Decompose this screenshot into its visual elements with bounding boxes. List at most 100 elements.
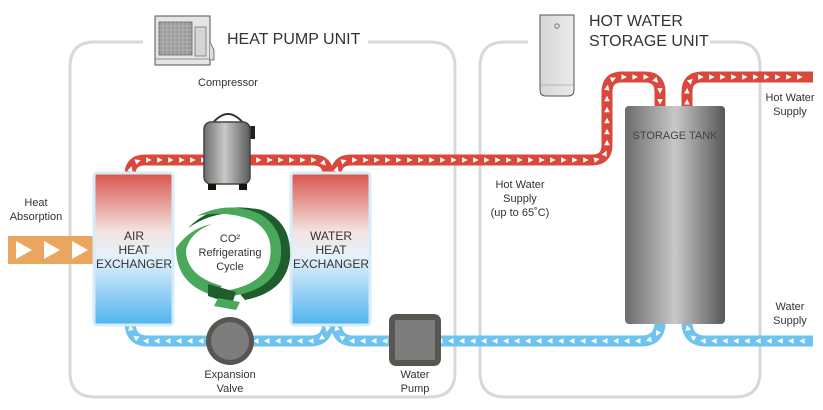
flow-arrow xyxy=(744,338,750,344)
flow-arrow xyxy=(742,74,748,80)
flow-arrow xyxy=(381,338,388,344)
flow-arrow xyxy=(267,157,273,163)
flow-arrow xyxy=(684,88,690,94)
flow-arrow xyxy=(325,325,331,332)
flow-arrow xyxy=(609,77,616,83)
flow-arrow xyxy=(572,157,578,163)
storage-tank-label: STORAGE TANK xyxy=(632,130,718,142)
flow-arrow xyxy=(374,157,380,163)
flow-arrow xyxy=(568,338,575,344)
flow-arrow xyxy=(458,338,465,344)
ws-in-line2: Supply xyxy=(773,315,807,327)
expansion-valve-icon xyxy=(206,317,254,365)
flow-arrow xyxy=(604,95,610,102)
flow-arrow xyxy=(289,157,295,163)
flow-arrow xyxy=(495,157,501,163)
flow-arrow xyxy=(168,157,174,163)
flow-arrow xyxy=(686,78,693,85)
flow-arrow xyxy=(700,338,706,344)
flow-arrow xyxy=(502,338,509,344)
flow-arrow xyxy=(447,338,454,344)
flow-arrow xyxy=(157,157,163,163)
flow-arrow xyxy=(339,335,346,342)
expansion-valve-label: Expansion Valve xyxy=(195,368,265,396)
flow-arrow xyxy=(370,338,377,344)
air-heat-exchanger-label: AIR HEAT EXCHANGER xyxy=(94,229,174,271)
flow-arrow xyxy=(634,338,641,344)
flow-arrow xyxy=(601,150,607,157)
flow-arrow xyxy=(623,338,630,344)
flow-arrow xyxy=(300,157,306,163)
flow-arrow xyxy=(604,139,610,146)
flow-arrow xyxy=(451,157,457,163)
flow-arrow xyxy=(720,74,726,80)
hws-mid-line3: (up to 65˚C) xyxy=(490,207,550,219)
expansion-valve-line2: Valve xyxy=(216,383,244,395)
flow-arrow xyxy=(153,338,160,344)
flow-arrow xyxy=(440,157,446,163)
ws-in-line1: Water xyxy=(775,301,805,313)
air-hx-line2: HEAT xyxy=(118,243,150,257)
flow-arrow xyxy=(340,159,347,165)
flow-arrow xyxy=(296,338,303,344)
flow-arrow xyxy=(311,157,317,163)
flow-arrow xyxy=(643,74,649,80)
flow-arrow xyxy=(646,336,653,342)
expansion-valve-line1: Expansion xyxy=(204,369,256,381)
flow-arrow xyxy=(535,338,542,344)
water-hx-line2: HEAT xyxy=(315,243,347,257)
flow-arrow xyxy=(550,157,556,163)
compressor-icon xyxy=(203,113,255,190)
heat-absorption-line2: Absorption xyxy=(9,211,63,223)
cycle-line1: CO² xyxy=(219,233,241,245)
water-heat-exchanger xyxy=(289,171,372,327)
flow-arrow xyxy=(755,338,761,344)
hws-mid-line2: Supply xyxy=(503,193,537,205)
hot-water-supply-mid-label: Hot Water Supply (up to 65˚C) xyxy=(480,178,560,220)
flow-arrow xyxy=(657,88,663,94)
flow-arrow xyxy=(652,76,659,83)
flow-arrow xyxy=(657,99,663,105)
flow-arrow xyxy=(190,157,196,163)
flow-arrow xyxy=(517,157,523,163)
flow-arrow xyxy=(524,338,531,344)
storage-unit-frame xyxy=(478,40,762,399)
flow-arrow xyxy=(799,338,805,344)
flow-arrow xyxy=(601,338,608,344)
storage-unit-title-line1: HOT WATER xyxy=(589,13,683,30)
flow-arrow xyxy=(690,335,697,342)
flow-arrow xyxy=(561,157,567,163)
flow-arrow xyxy=(621,74,627,80)
flow-arrow xyxy=(179,157,185,163)
flow-arrow xyxy=(320,159,326,166)
flow-arrow xyxy=(593,157,600,163)
flow-arrow xyxy=(307,338,314,344)
cycle-line3: Cycle xyxy=(216,261,244,273)
flow-arrow xyxy=(528,157,534,163)
refrigerating-cycle-label: CO² Refrigerating Cycle xyxy=(190,232,270,274)
storage-tank xyxy=(625,106,725,324)
flow-arrow xyxy=(256,157,262,163)
heat-absorption-line1: Heat xyxy=(24,197,48,209)
flow-arrow xyxy=(164,338,171,344)
cycle-line2: Refrigerating xyxy=(198,247,262,259)
water-pump-line2: Pump xyxy=(400,383,430,395)
flow-arrow xyxy=(127,166,133,173)
heat-absorption-arrow xyxy=(8,236,93,264)
flow-arrow xyxy=(764,74,770,80)
air-hx-line1: AIR xyxy=(123,229,144,243)
water-pump-label: Water Pump xyxy=(385,368,445,396)
water-hx-line3: EXCHANGER xyxy=(292,257,369,271)
flow-arrow xyxy=(546,338,553,344)
water-hx-line1: WATER xyxy=(310,229,352,243)
compressor-label: Compressor xyxy=(198,77,258,89)
refrigerating-cycle-icon xyxy=(176,207,291,310)
flow-arrow xyxy=(348,338,355,344)
water-pump-line1: Water xyxy=(400,369,430,381)
flow-arrow xyxy=(698,74,704,80)
storage-unit-title-line2: STORAGE UNIT xyxy=(589,33,709,50)
flow-arrow xyxy=(146,157,152,163)
flow-arrow xyxy=(709,74,715,80)
flow-arrow xyxy=(278,157,284,163)
flow-arrow xyxy=(462,157,468,163)
